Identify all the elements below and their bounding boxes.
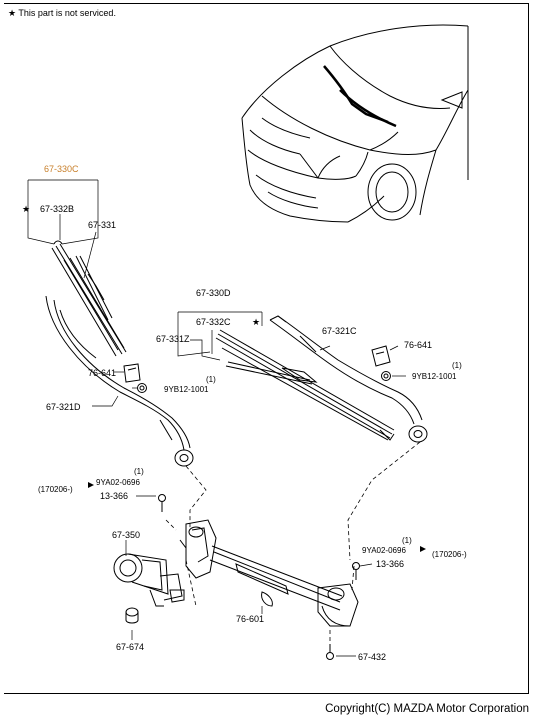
wiper-motor — [113, 553, 185, 607]
label-67-330D: 67-330D — [196, 288, 231, 298]
vehicle-illustration — [241, 24, 469, 223]
label-9YA02-0696-left: 9YA02-0696 — [96, 478, 140, 487]
linkage-bolts — [158, 494, 360, 660]
label-67-432: 67-432 — [358, 652, 386, 662]
right-wiper-nut — [381, 371, 391, 381]
copyright-text: Copyright(C) MAZDA Motor Corporation — [325, 703, 529, 715]
right-wiper-cap — [371, 345, 391, 367]
flag-right-icon — [420, 546, 426, 552]
motor-grommet — [125, 607, 139, 624]
label-qty-9YA02-left: (1) — [134, 467, 144, 476]
bottom-border — [4, 693, 529, 694]
label-76-601: 76-601 — [236, 614, 264, 624]
label-170206-right: (170206-) — [432, 550, 467, 559]
left-wiper-arm — [45, 295, 194, 467]
flag-left-icon — [88, 482, 94, 488]
label-67-321D: 67-321D — [46, 402, 81, 412]
label-67-674: 67-674 — [116, 642, 144, 652]
label-9YA02-0696-right: 9YA02-0696 — [362, 546, 406, 555]
label-76-641-left: 76-641 — [88, 368, 116, 378]
label-qty-9YB12-right: (1) — [452, 361, 462, 370]
left-wiper-cap — [123, 363, 141, 383]
label-9YB12-1001-left: 9YB12-1001 — [164, 385, 209, 394]
label-13-366-left: 13-366 — [100, 491, 128, 501]
label-67-350: 67-350 — [112, 530, 140, 540]
left-callout-lines — [27, 179, 138, 407]
top-border — [4, 3, 529, 4]
right-border — [528, 3, 529, 693]
label-67-332C: 67-332C — [196, 317, 231, 327]
not-serviced-note: ★ This part is not serviced. — [8, 8, 116, 18]
label-76-641-right: 76-641 — [404, 340, 432, 350]
label-9YB12-1001-right: 9YB12-1001 — [412, 372, 457, 381]
right-callout-lines — [177, 311, 406, 377]
label-170206-left: (170206-) — [38, 485, 73, 494]
right-wiper-blade — [215, 329, 395, 441]
revision-flags — [88, 482, 426, 552]
right-wiper-arm — [269, 315, 428, 443]
star-icon-left: ★ — [22, 204, 30, 214]
left-wiper-blade — [51, 240, 127, 357]
label-67-330C: 67-330C — [44, 164, 79, 174]
linkage-callout-lines — [125, 495, 373, 657]
label-qty-9YB12-left: (1) — [206, 375, 216, 384]
wiper-linkage — [179, 519, 359, 627]
vehicle-wiper-highlight — [323, 65, 397, 128]
label-13-366-right: 13-366 — [376, 559, 404, 569]
label-qty-9YA02-right: (1) — [402, 536, 412, 545]
label-67-331Z: 67-331Z — [156, 334, 190, 344]
label-67-331: 67-331 — [88, 220, 116, 230]
label-67-321C: 67-321C — [322, 326, 357, 336]
star-icon-right: ★ — [252, 317, 260, 327]
left-wiper-nut — [137, 383, 147, 393]
label-67-332B: 67-332B — [40, 204, 74, 214]
